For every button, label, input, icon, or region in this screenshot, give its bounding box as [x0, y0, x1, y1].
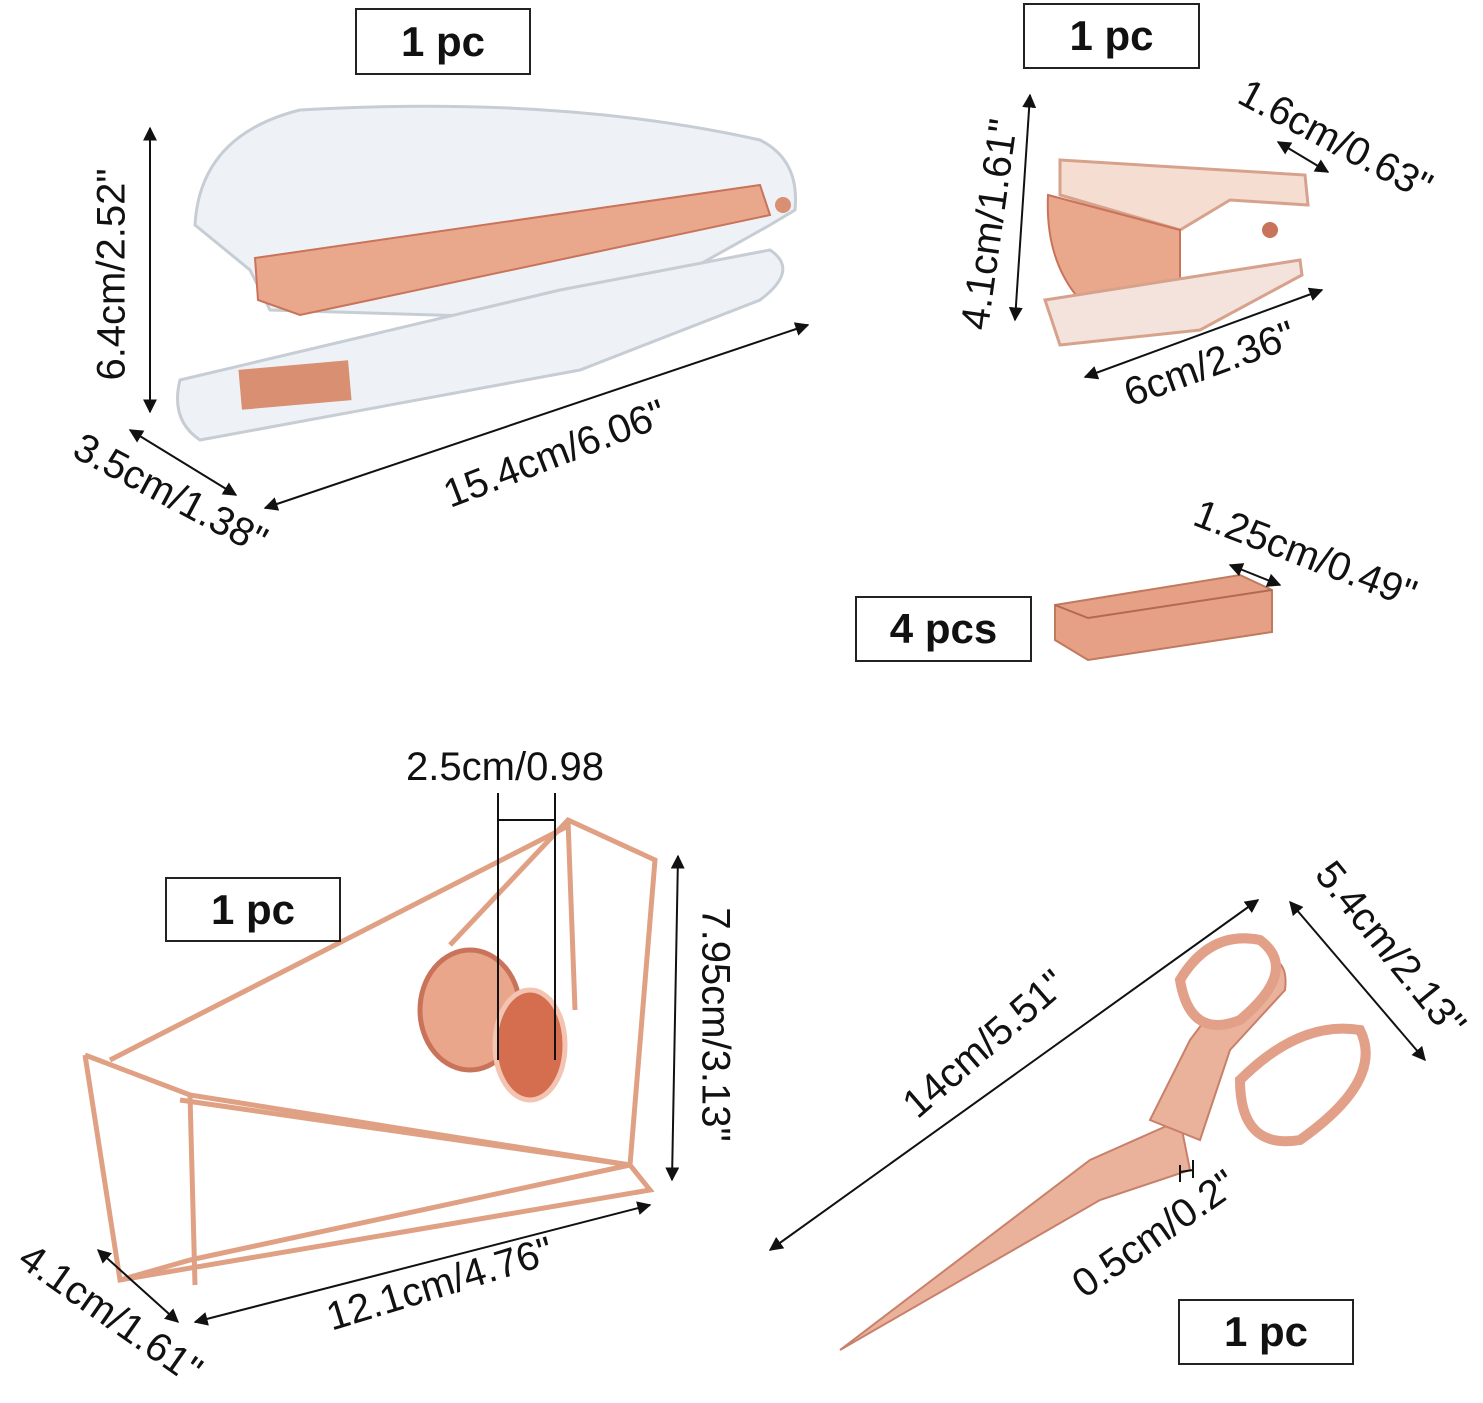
- staples-image: [1054, 573, 1273, 662]
- staple-remover-image: [1043, 158, 1310, 347]
- dimension-arrows: [96, 93, 1426, 1326]
- tape-dispenser-quantity-label: 1 pc: [165, 877, 341, 942]
- tape-height-label: 7.95cm/3.13": [693, 907, 738, 1142]
- stapler-quantity-label: 1 pc: [355, 8, 531, 75]
- tape-slot-label: 2.5cm/0.98: [406, 745, 604, 789]
- remover-quantity-label: 1 pc: [1023, 3, 1200, 69]
- stapler-height-label: 6.4cm/2.52": [89, 168, 134, 381]
- slot-marker: [497, 793, 1194, 1182]
- staples-quantity-label: 4 pcs: [855, 596, 1032, 662]
- scissors-quantity-label: 1 pc: [1178, 1299, 1354, 1365]
- stapler-image: [176, 104, 798, 442]
